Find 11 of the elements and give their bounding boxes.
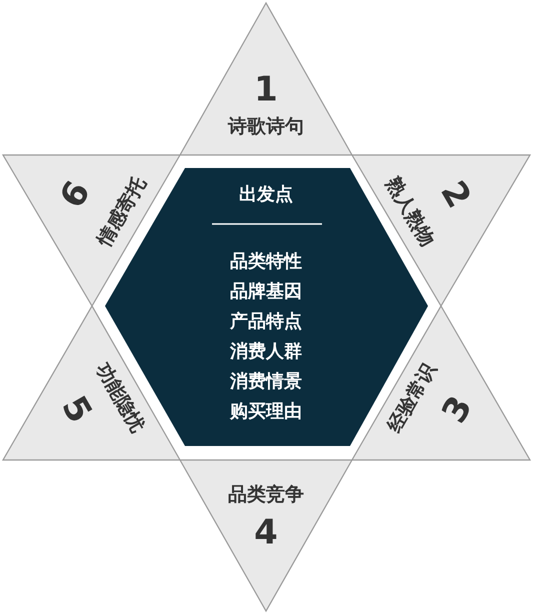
list-item: 消费情景 [230, 372, 302, 392]
step-number: 1 [254, 71, 278, 109]
panel-heading: 出发点 [239, 185, 293, 205]
list-item: 购买理由 [230, 402, 302, 422]
list-item: 品牌基因 [230, 282, 302, 302]
list-item: 消费人群 [230, 342, 302, 362]
list-item: 产品特点 [230, 312, 302, 332]
category-label: 诗歌诗句 [228, 116, 304, 138]
step-number: 4 [254, 514, 278, 552]
category-label: 品类竞争 [228, 484, 304, 506]
list-item: 品类特性 [230, 252, 302, 272]
